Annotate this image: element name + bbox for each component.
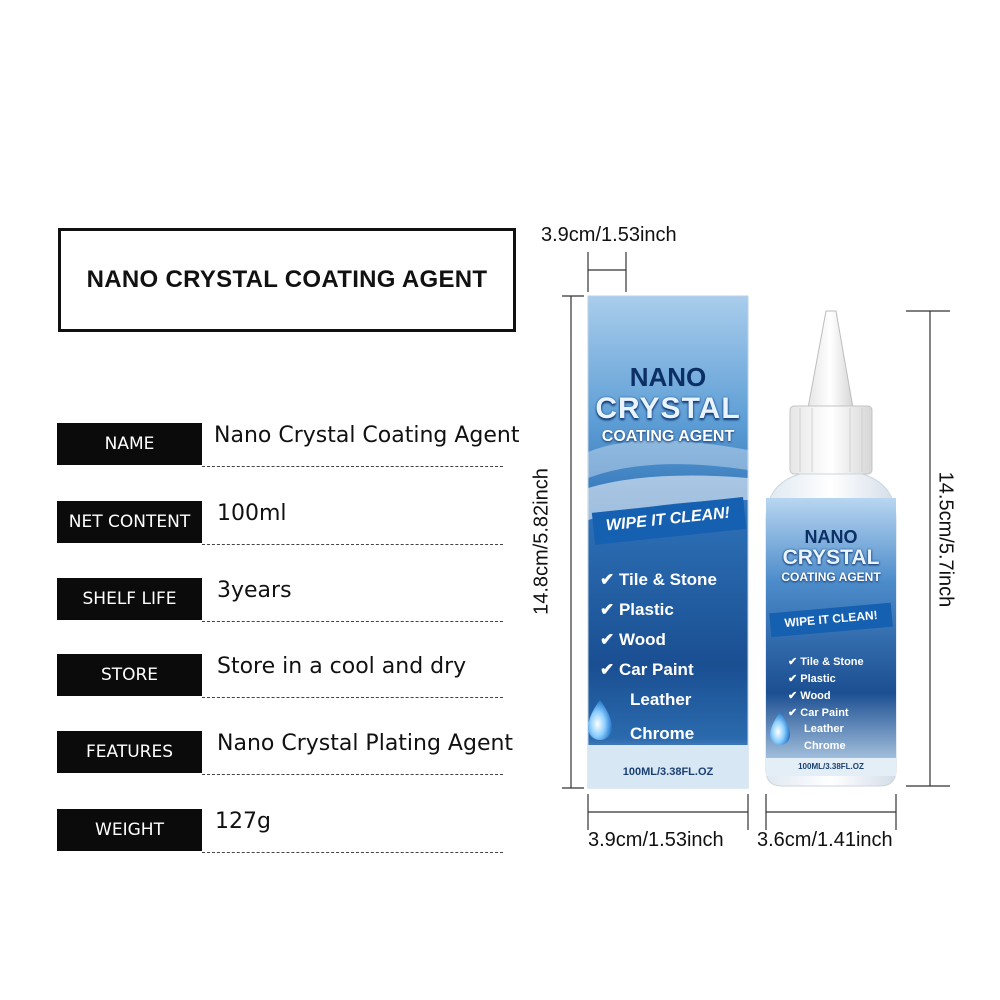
box-brand-coating: COATING AGENT — [601, 428, 735, 445]
spec-value: 3years — [217, 578, 292, 603]
bottle-brand-crystal: CRYSTAL — [782, 546, 880, 569]
dashed-divider — [202, 466, 503, 467]
dashed-divider — [202, 697, 503, 698]
spec-row-features: FEATURES Nano Crystal Plating Agent — [57, 731, 513, 775]
bottle-use-item: ✔ Wood — [788, 690, 831, 702]
product-bottle — [765, 310, 897, 787]
spec-row-name: NAME Nano Crystal Coating Agent — [57, 423, 520, 467]
bottle-use-item: ✔ Plastic — [788, 673, 836, 685]
dashed-divider — [202, 774, 503, 775]
spec-label: WEIGHT — [57, 809, 202, 851]
dimension-bottle-height: 14.5cm/5.7inch — [934, 471, 957, 608]
product-title: NANO CRYSTAL COATING AGENT — [86, 266, 488, 293]
bottle-brand-nano: NANO — [804, 527, 858, 547]
spec-value: 127g — [215, 809, 271, 834]
spec-value: Nano Crystal Coating Agent — [214, 423, 520, 448]
spec-label: SHELF LIFE — [57, 578, 202, 620]
dimension-lines — [562, 252, 950, 830]
bottle-use-item: Leather — [804, 723, 844, 735]
title-box: NANO CRYSTAL COATING AGENT — [58, 228, 516, 332]
spec-value: Store in a cool and dry — [217, 654, 467, 679]
box-volume: 100ML/3.38FL.OZ — [622, 766, 714, 778]
box-use-item: Chrome — [630, 724, 695, 743]
check-icon: ✔ — [788, 707, 801, 719]
spec-row-weight: WEIGHT 127g — [57, 809, 503, 853]
check-icon: ✔ — [600, 600, 619, 619]
bottle-use-item: ✔ Tile & Stone — [788, 656, 864, 668]
spec-row-store: STORE Store in a cool and dry — [57, 654, 503, 698]
check-icon: ✔ — [600, 630, 619, 649]
spec-label: STORE — [57, 654, 202, 696]
spec-label: NET CONTENT — [57, 501, 202, 543]
bottle-brand-coating: COATING AGENT — [781, 570, 881, 584]
check-icon: ✔ — [600, 660, 619, 679]
spec-label: FEATURES — [57, 731, 202, 773]
bottle-uses-list: ✔ Tile & Stone ✔ Plastic ✔ Wood ✔ Car Pa… — [788, 655, 896, 757]
dashed-divider — [202, 621, 503, 622]
spec-row-net-content: NET CONTENT 100ml — [57, 501, 503, 545]
dashed-divider — [202, 852, 503, 853]
spec-value: Nano Crystal Plating Agent — [217, 731, 514, 756]
check-icon: ✔ — [600, 570, 619, 589]
dimension-box-height: 14.8cm/5.82inch — [530, 468, 553, 615]
dimension-box-top: 3.9cm/1.53inch — [541, 224, 677, 246]
spec-row-shelf-life: SHELF LIFE 3years — [57, 578, 503, 622]
box-use-item: ✔ Wood — [600, 630, 666, 649]
product-box — [587, 295, 749, 789]
box-use-item: Leather — [630, 690, 692, 709]
dimension-box-bottom: 3.9cm/1.53inch — [588, 829, 724, 851]
bottle-volume: 100ML/3.38FL.OZ — [798, 762, 864, 771]
dimension-bottle-bottom: 3.6cm/1.41inch — [757, 829, 893, 851]
box-brand-crystal: CRYSTAL — [595, 392, 741, 425]
box-use-item: ✔ Tile & Stone — [600, 570, 717, 589]
check-icon: ✔ — [788, 656, 801, 668]
bottle-use-item: ✔ Car Paint — [788, 707, 849, 719]
box-uses-list: ✔ Tile & Stone ✔ Plastic ✔ Wood ✔ Car Pa… — [600, 570, 748, 754]
spec-label: NAME — [57, 423, 202, 465]
check-icon: ✔ — [788, 690, 801, 702]
check-icon: ✔ — [788, 673, 801, 685]
bottle-use-item: Chrome — [804, 740, 846, 752]
box-use-item: ✔ Car Paint — [600, 660, 694, 679]
box-use-item: ✔ Plastic — [600, 600, 674, 619]
dashed-divider — [202, 544, 503, 545]
spec-value: 100ml — [217, 501, 287, 526]
box-brand-nano: NANO — [629, 362, 707, 392]
